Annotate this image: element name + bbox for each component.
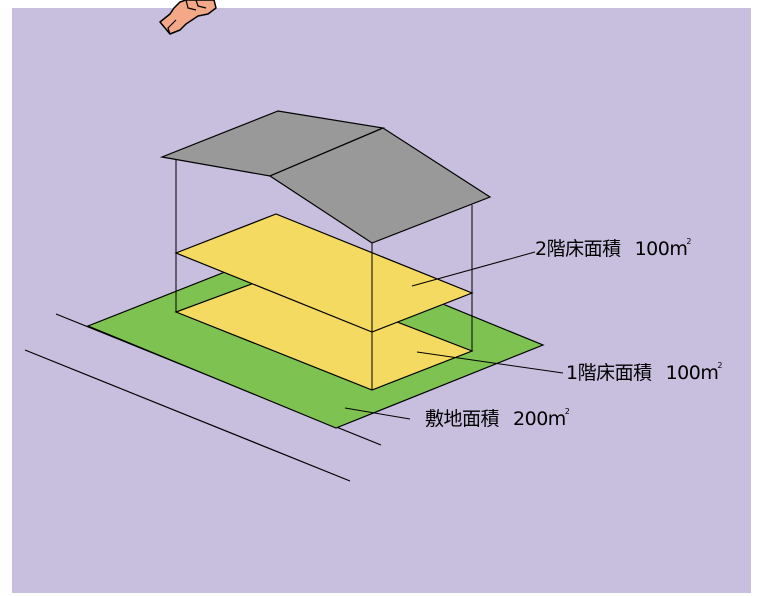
floor-2-area-unit-sup: 2 [686, 237, 691, 246]
floor-2-area-label: 2階床面積 100m2 [535, 237, 691, 260]
floor-2-area-value: 100m [634, 238, 688, 260]
site-area-name: 敷地面積 [425, 408, 500, 430]
leader-line-floor2 [411, 251, 536, 287]
leader-line-floor1 [416, 351, 564, 374]
site-area-value: 200m [513, 408, 566, 430]
floor-1-area-value: 100m [665, 362, 719, 384]
road-line-lower [24, 349, 351, 482]
floor-1-area-name: 1階床面積 [566, 362, 652, 384]
leader-line-site [344, 407, 411, 420]
roof-right-plane [268, 127, 492, 244]
floor-2-area-name: 2階床面積 [535, 238, 621, 260]
site-area-unit-sup: 2 [564, 407, 570, 416]
site-area-label: 敷地面積 200m2 [425, 407, 570, 430]
pointing-hand-icon [159, 0, 217, 35]
floor-1-area-label: 1階床面積 100m2 [566, 361, 722, 384]
floor-1-area-unit-sup: 2 [717, 361, 722, 370]
